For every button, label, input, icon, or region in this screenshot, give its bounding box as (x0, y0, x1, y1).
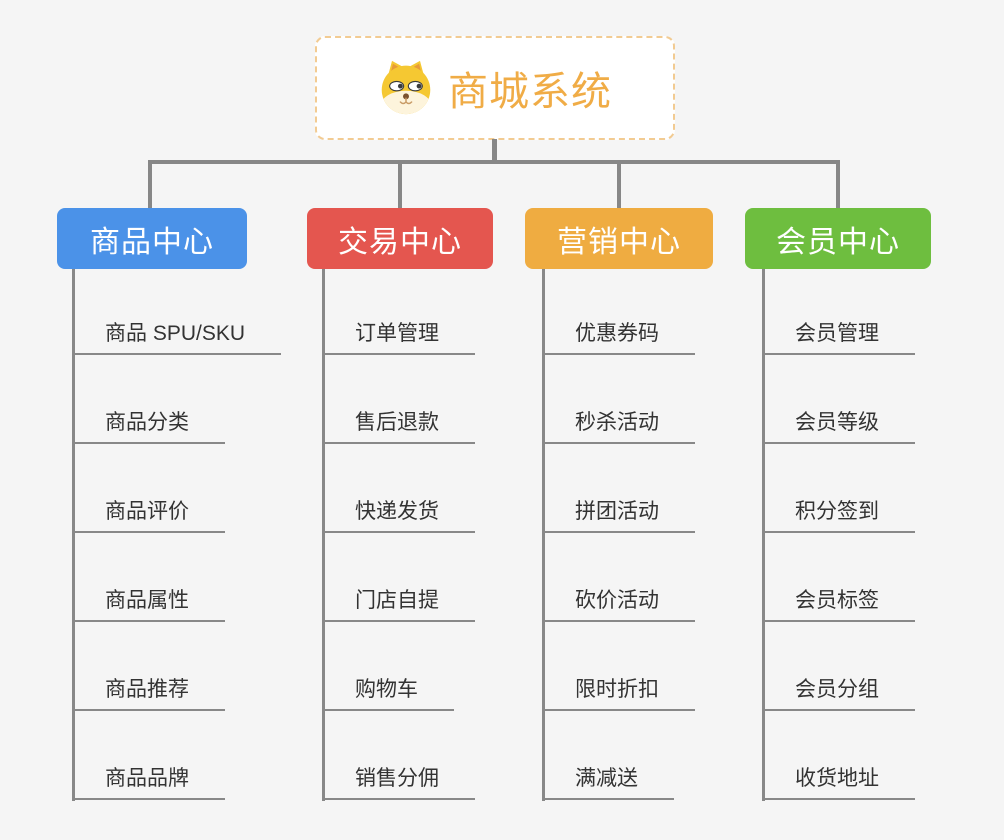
leaf-topic[interactable]: 会员等级 (762, 409, 915, 444)
root-topic[interactable]: 商城系统 (315, 36, 675, 140)
connector-rail-trade (322, 269, 325, 801)
leaf-topic[interactable]: 门店自提 (322, 587, 475, 622)
connector-drop-marketing (617, 160, 621, 208)
connector-drop-trade (398, 160, 402, 208)
connector-root-stem (492, 139, 497, 164)
leaf-topic[interactable]: 商品评价 (72, 498, 225, 533)
leaf-topic[interactable]: 商品 SPU/SKU (72, 320, 282, 355)
leaf-topic[interactable]: 商品属性 (72, 587, 225, 622)
leaf-topic[interactable]: 会员管理 (762, 320, 915, 355)
leaf-topic[interactable]: 订单管理 (322, 320, 475, 355)
leaf-topic[interactable]: 会员标签 (762, 587, 915, 622)
leaf-topic[interactable]: 商品分类 (72, 409, 225, 444)
leaf-topic[interactable]: 商品推荐 (72, 676, 225, 711)
leaf-topic[interactable]: 砍价活动 (542, 587, 695, 622)
leaf-topic[interactable]: 收货地址 (762, 765, 915, 800)
leaf-topic[interactable]: 快递发货 (322, 498, 475, 533)
connector-horizontal-bar (148, 160, 840, 164)
leaf-topic[interactable]: 会员分组 (762, 676, 915, 711)
leaf-topic[interactable]: 满减送 (542, 765, 674, 800)
connector-rail-member (762, 269, 765, 801)
branch-topic-product-center[interactable]: 商品中心 (57, 208, 247, 269)
leaf-topic[interactable]: 秒杀活动 (542, 409, 695, 444)
leaf-topic[interactable]: 优惠券码 (542, 320, 695, 355)
branch-label: 会员中心 (776, 225, 900, 259)
leaf-topic[interactable]: 售后退款 (322, 409, 475, 444)
branch-topic-member-center[interactable]: 会员中心 (745, 208, 931, 269)
leaf-topic[interactable]: 积分签到 (762, 498, 915, 533)
branch-label: 营销中心 (557, 225, 681, 259)
branch-topic-trade-center[interactable]: 交易中心 (307, 208, 493, 269)
dog-face-icon (378, 60, 434, 116)
connector-drop-product (148, 160, 152, 208)
branch-label: 商品中心 (90, 225, 214, 259)
branch-label: 交易中心 (338, 225, 462, 259)
leaf-topic[interactable]: 购物车 (322, 676, 454, 711)
root-topic-label: 商城系统 (448, 70, 612, 114)
connector-rail-marketing (542, 269, 545, 801)
connector-drop-member (836, 160, 840, 208)
leaf-topic[interactable]: 拼团活动 (542, 498, 695, 533)
connector-rail-product (72, 269, 75, 801)
leaf-topic[interactable]: 限时折扣 (542, 676, 695, 711)
branch-topic-marketing-center[interactable]: 营销中心 (525, 208, 713, 269)
leaf-topic[interactable]: 销售分佣 (322, 765, 475, 800)
leaf-topic[interactable]: 商品品牌 (72, 765, 225, 800)
